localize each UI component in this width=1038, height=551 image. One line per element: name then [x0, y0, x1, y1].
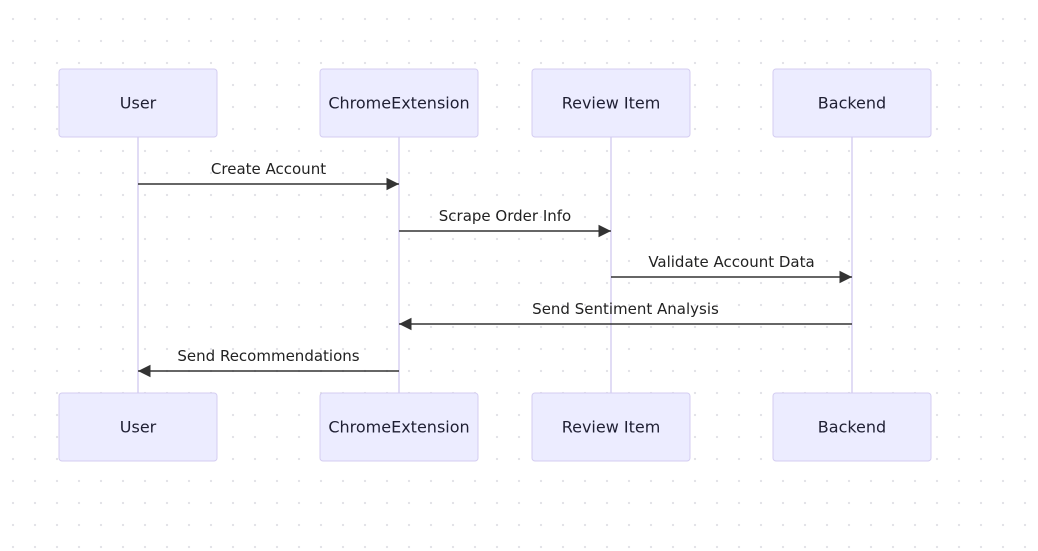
participant-label: ChromeExtension [328, 418, 469, 437]
message-1: Create Account [138, 160, 399, 191]
participant-box [319, 68, 479, 138]
participant-bottom-user: User [58, 392, 218, 462]
message-2: Scrape Order Info [399, 207, 611, 238]
participant-label: ChromeExtension [328, 94, 469, 113]
message-5: Send Recommendations [138, 347, 399, 378]
participant-box [531, 392, 691, 462]
message-label: Send Recommendations [177, 347, 359, 365]
participant-bottom-chromeextension: ChromeExtension [319, 392, 479, 462]
participant-box [319, 392, 479, 462]
message-label: Create Account [211, 160, 326, 178]
participant-top-user: User [58, 68, 218, 138]
participant-box [58, 68, 218, 138]
participant-label: User [120, 418, 157, 437]
participant-label: Review Item [562, 94, 661, 113]
participant-top-backend: Backend [772, 68, 932, 138]
participant-label: Backend [818, 94, 886, 113]
participant-bottom-review-item: Review Item [531, 392, 691, 462]
participant-top-chromeextension: ChromeExtension [319, 68, 479, 138]
message-label: Send Sentiment Analysis [532, 300, 719, 318]
participant-label: Backend [818, 418, 886, 437]
participant-label: User [120, 94, 157, 113]
participant-box [772, 392, 932, 462]
participant-box [772, 68, 932, 138]
participant-box [531, 68, 691, 138]
participant-box [58, 392, 218, 462]
participant-bottom-backend: Backend [772, 392, 932, 462]
message-label: Validate Account Data [648, 253, 814, 271]
message-3: Validate Account Data [611, 253, 852, 284]
message-4: Send Sentiment Analysis [399, 300, 852, 331]
participant-label: Review Item [562, 418, 661, 437]
participant-top-review-item: Review Item [531, 68, 691, 138]
message-label: Scrape Order Info [439, 207, 571, 225]
